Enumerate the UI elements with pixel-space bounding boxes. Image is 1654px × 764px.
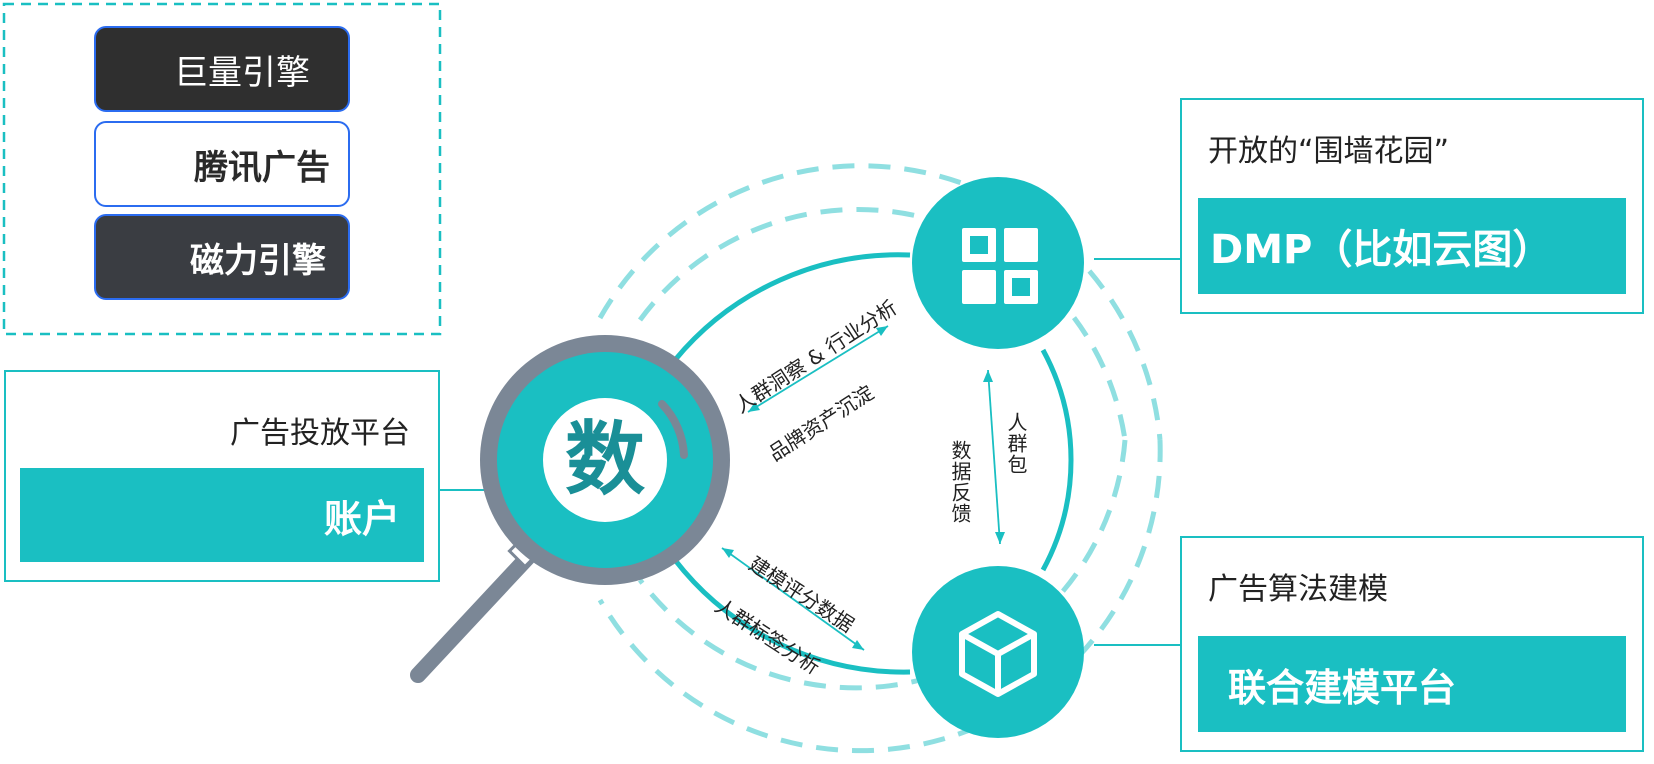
logos-dashed-border — [2, 2, 442, 336]
arrow-bottom-head-left — [722, 548, 734, 558]
arc-top — [673, 252, 911, 362]
flow-label-audience-pack: 人群包 — [1004, 412, 1028, 475]
arrow-bottom-line — [721, 547, 865, 651]
dmp-bar: DMP（比如云图） — [1198, 198, 1626, 294]
center-label: 数 — [565, 413, 645, 506]
arrow-right-line — [987, 369, 1001, 545]
ad-platform-caption: 广告投放平台 — [230, 416, 410, 451]
tencent-logo-text: 腾讯广告 — [194, 147, 330, 188]
arrow-top-line-1 — [747, 325, 889, 413]
modeling-bar: 联合建模平台 — [1198, 636, 1626, 732]
dmp-caption: 开放的“围墙花园” — [1208, 134, 1450, 169]
account-bar: 账户 — [20, 468, 424, 562]
inner-dashed-ring-top — [637, 206, 1128, 441]
arrow-right-head-bottom — [995, 532, 1005, 544]
cili-logo: 磁力引擎 — [94, 214, 350, 300]
flow-label-data-feedback: 数据反馈 — [948, 440, 972, 524]
juliang-logo: 巨量引擎 — [94, 26, 350, 112]
magnifier-handle — [410, 547, 538, 683]
arc-right — [1040, 348, 1074, 572]
modeling-caption: 广告算法建模 — [1208, 572, 1388, 607]
modeling-panel: 广告算法建模 联合建模平台 — [1180, 536, 1644, 752]
cube-icon — [959, 611, 1037, 697]
tencent-logo: 腾讯广告 — [94, 121, 350, 207]
grid-icon — [962, 228, 1038, 304]
ad-platform-panel: 广告投放平台 账户 — [4, 370, 440, 582]
arrow-top-head-1 — [876, 326, 888, 336]
juliang-logo-text: 巨量引擎 — [174, 52, 310, 93]
dmp-panel: 开放的“围墙花园” DMP（比如云图） — [1180, 98, 1644, 314]
magnifier-glint — [658, 400, 688, 459]
arrow-bottom-head-right — [852, 640, 864, 650]
arc-bottom — [673, 558, 911, 675]
magnifier-center — [543, 398, 667, 522]
outer-dashed-ring-bottom — [597, 439, 1163, 754]
dmp-node — [912, 177, 1084, 349]
arrow-top-head-2 — [748, 402, 760, 412]
outer-dashed-ring-top — [597, 163, 1163, 441]
arrow-right-head-top — [983, 370, 993, 382]
cili-logo-text: 磁力引擎 — [190, 240, 326, 281]
